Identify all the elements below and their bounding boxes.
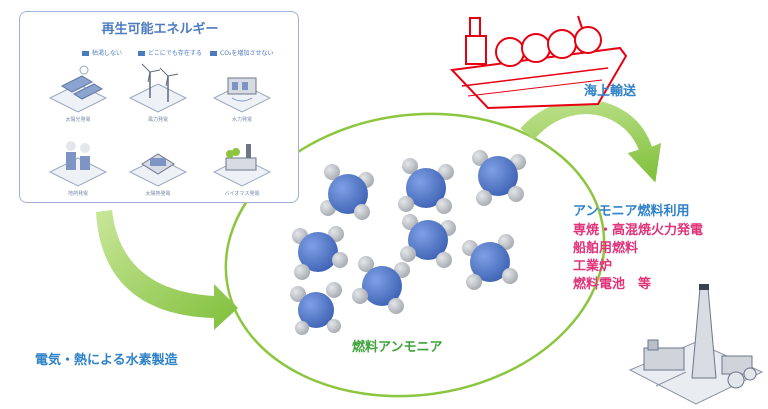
tile-label: 風力発電 [147, 117, 168, 123]
ammonia-use-heading: アンモニア燃料利用 [573, 204, 690, 219]
ammonia-ellipse [224, 112, 606, 398]
hydro-dam-icon [212, 77, 272, 113]
tile-label: 地熱発電 [67, 191, 88, 197]
renewable-energy-panel: 再生可能エネルギー 枯渇しない どこにでも存在する CO₂を増加させない 太陽光… [19, 11, 299, 203]
ammonia-molecule-icon [320, 164, 374, 220]
geothermal-plant-icon [48, 141, 108, 187]
hydrogen-production-label: 電気・熱による水素製造 [35, 353, 178, 368]
ammonia-molecule-icon [472, 150, 526, 206]
solar-thermal-icon [128, 153, 188, 187]
tile-label: バイオマス発電 [224, 191, 260, 197]
biomass-plant-icon [212, 144, 272, 187]
sea-transport-label: 海上輸送 [584, 84, 637, 99]
use-item: 工業炉 [573, 259, 613, 274]
feature-item: どこにでも存在する [138, 48, 202, 57]
lng-ship-icon [449, 15, 628, 110]
tile-label: 太陽熱発電 [145, 191, 171, 197]
wind-turbine-icon [128, 63, 188, 113]
use-item: 燃料電池 等 [573, 277, 652, 292]
ammonia-molecule-icon [400, 214, 456, 268]
ammonia-molecule-icon [292, 226, 348, 280]
ammonia-molecule-icon [352, 256, 410, 314]
ammonia-molecule-icon [290, 282, 342, 335]
fuel-ammonia-label: 燃料アンモニア [352, 340, 443, 355]
power-plant-icon [628, 284, 764, 405]
production-arrow [96, 210, 238, 330]
panel-title: 再生可能エネルギー [101, 22, 219, 37]
tile-label: 太陽光発電 [65, 117, 91, 123]
ammonia-molecule-icon [398, 158, 454, 214]
use-item: 専焼・高混焼火力発電 [573, 223, 704, 238]
transport-arrow [520, 99, 662, 183]
tile-label: 水力発電 [231, 117, 252, 123]
feature-item: CO₂を増加させない [210, 48, 273, 57]
use-item: 船舶用燃料 [573, 241, 639, 256]
ammonia-molecule-icon [462, 234, 518, 290]
feature-item: 枯渇しない [82, 48, 122, 57]
solar-panel-icon [48, 65, 108, 113]
